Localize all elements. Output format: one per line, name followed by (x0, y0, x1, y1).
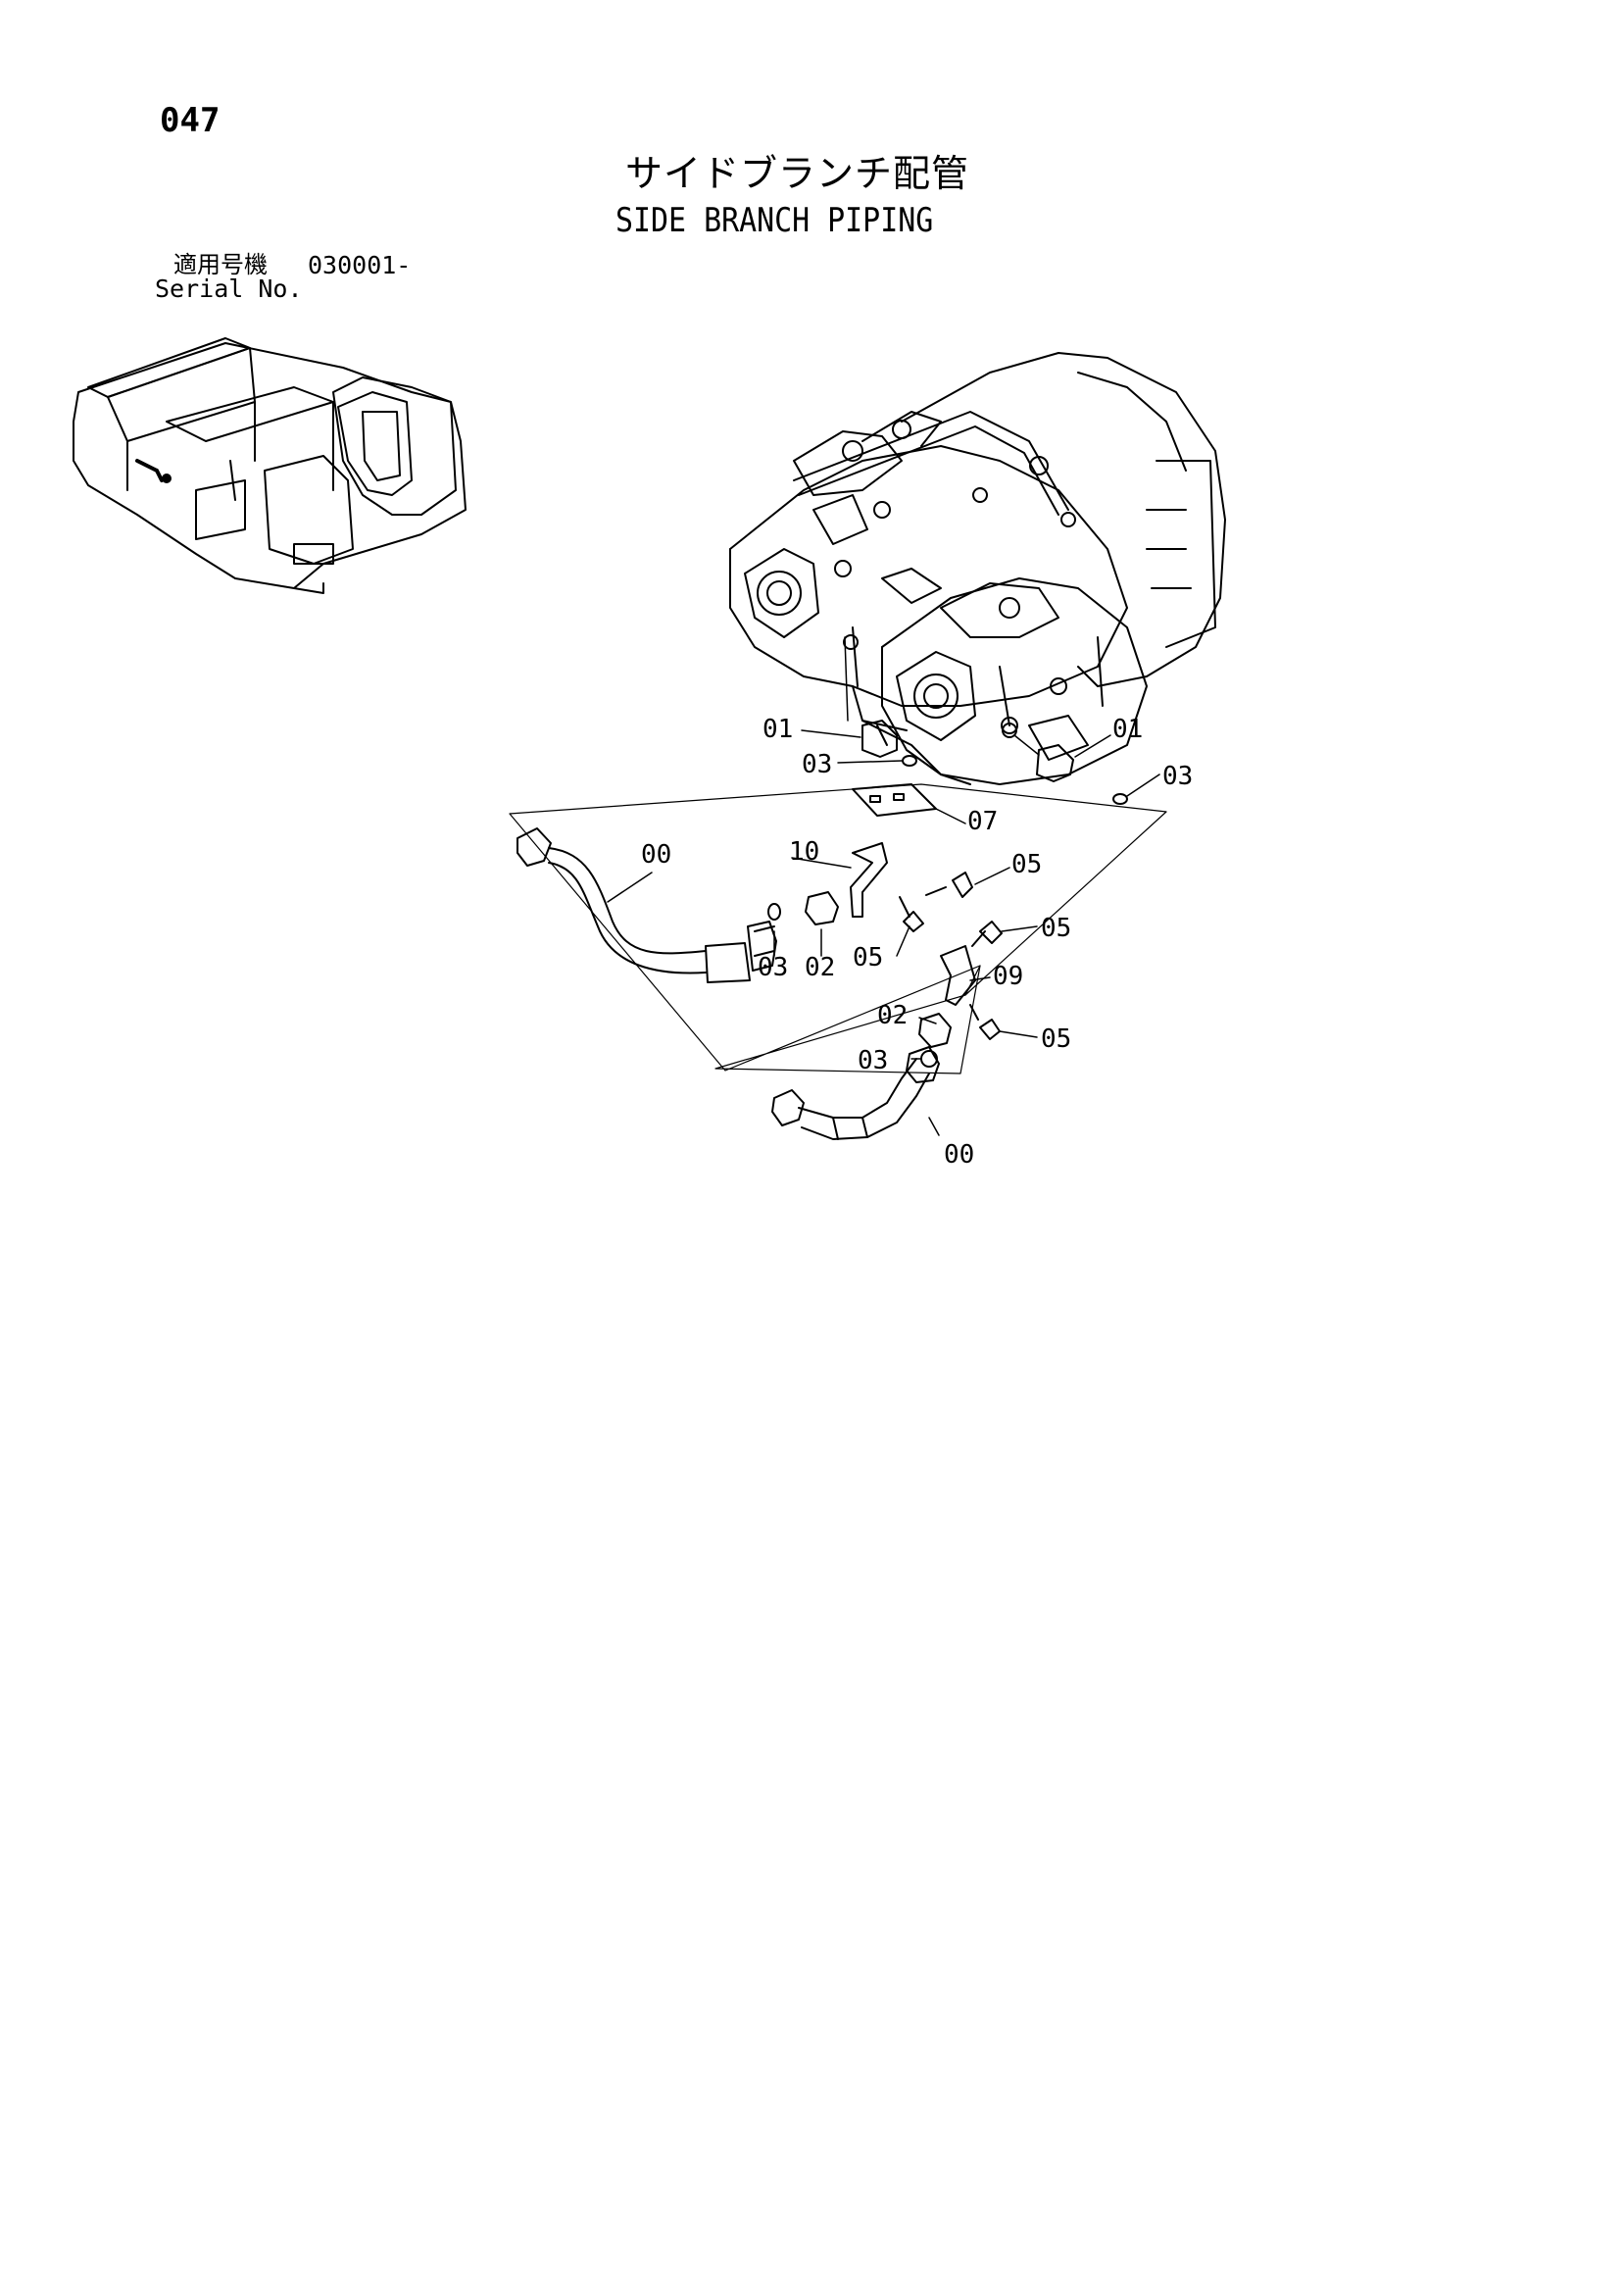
callout-02-lower: 02 (877, 1001, 908, 1030)
callout-00-lower: 00 (944, 1140, 974, 1170)
callout-03-left: 03 (802, 750, 832, 779)
bracket-10 (850, 842, 888, 918)
serial-label-japanese: 適用号機 (173, 251, 268, 278)
callout-02-mid: 02 (805, 953, 835, 982)
callout-01-right: 01 (1112, 715, 1143, 744)
o-ring-03-mid (767, 903, 781, 921)
callout-03-lower: 03 (858, 1046, 888, 1075)
callout-05-b: 05 (853, 943, 883, 973)
bolt-05-a (925, 872, 973, 898)
clamp-09 (940, 945, 976, 1006)
o-ring-03-right (1112, 793, 1128, 805)
callout-labels: 01 03 01 03 07 00 10 05 05 05 03 02 09 0… (641, 715, 1193, 1170)
bolt-05-b (899, 896, 924, 932)
o-ring-03-left (902, 755, 917, 767)
callout-05-c: 05 (1041, 914, 1071, 943)
callout-leaders (607, 729, 1160, 1136)
connector-02-lower (918, 1013, 952, 1048)
machine-locator-thumbnail (73, 337, 467, 594)
o-ring-03-lower (920, 1050, 938, 1068)
page-title-japanese: サイドブランチ配管 (625, 152, 970, 195)
callout-07: 07 (967, 807, 998, 836)
callout-03-mid: 03 (758, 953, 788, 982)
callout-01-left: 01 (762, 715, 793, 744)
serial-number-range: 030001- (308, 251, 412, 279)
callout-09: 09 (993, 962, 1023, 991)
piping-parts (509, 636, 1167, 1140)
serial-label: Serial No. (155, 275, 303, 303)
bolt-05-d (969, 1004, 1001, 1040)
callout-05-d: 05 (1041, 1024, 1071, 1054)
connector-02-left (805, 891, 839, 925)
callout-05-a: 05 (1011, 850, 1042, 879)
callout-10: 10 (789, 837, 819, 867)
page-title: SIDE BRANCH PIPING (615, 201, 934, 240)
adaptor-01-left (861, 720, 898, 758)
bolt-05-c (971, 921, 1003, 947)
adaptor-01-right (1036, 744, 1074, 782)
page-number: 047 (160, 101, 221, 140)
hydraulic-pump-assembly (729, 352, 1226, 785)
callout-03-right: 03 (1162, 762, 1193, 791)
callout-00-upper: 00 (641, 840, 671, 870)
